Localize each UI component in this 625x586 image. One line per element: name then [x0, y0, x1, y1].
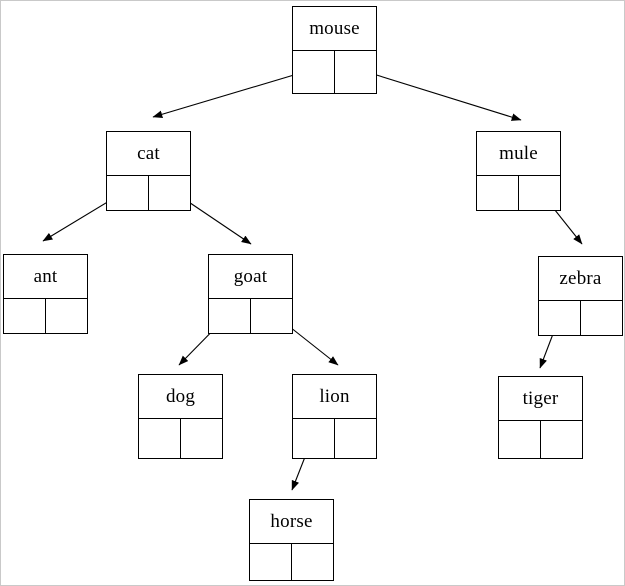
node-pointer-row	[539, 301, 622, 335]
node-label: lion	[293, 375, 376, 419]
node-left-pointer-cell[interactable]	[539, 301, 581, 335]
node-right-pointer-cell[interactable]	[541, 421, 583, 458]
node-label: zebra	[539, 257, 622, 301]
node-left-pointer-cell[interactable]	[250, 544, 292, 580]
node-label: tiger	[499, 377, 582, 421]
node-right-pointer-cell[interactable]	[335, 51, 377, 93]
tree-node-cat[interactable]: cat	[106, 131, 191, 211]
node-right-pointer-cell[interactable]	[181, 419, 223, 458]
edge-arrow-mouse-right-to-mule	[353, 67, 522, 121]
node-right-pointer-cell[interactable]	[46, 299, 88, 333]
node-label: horse	[250, 500, 333, 544]
edge-arrow-mouse-left-to-cat	[152, 68, 315, 119]
node-label: ant	[4, 255, 87, 299]
node-pointer-row	[209, 299, 292, 333]
node-left-pointer-cell[interactable]	[209, 299, 251, 333]
node-pointer-row	[4, 299, 87, 333]
node-pointer-row	[477, 176, 560, 210]
node-label: dog	[139, 375, 222, 419]
tree-node-dog[interactable]: dog	[138, 374, 223, 459]
node-right-pointer-cell[interactable]	[335, 419, 377, 458]
node-pointer-row	[250, 544, 333, 580]
node-pointer-row	[293, 419, 376, 458]
tree-node-tiger[interactable]: tiger	[498, 376, 583, 459]
node-pointer-row	[293, 51, 376, 93]
node-right-pointer-cell[interactable]	[581, 301, 623, 335]
tree-node-lion[interactable]: lion	[292, 374, 377, 459]
node-label: goat	[209, 255, 292, 299]
node-right-pointer-cell[interactable]	[149, 176, 191, 210]
tree-node-mule[interactable]: mule	[476, 131, 561, 211]
tree-node-mouse[interactable]: mouse	[292, 6, 377, 94]
node-right-pointer-cell[interactable]	[251, 299, 293, 333]
node-left-pointer-cell[interactable]	[477, 176, 519, 210]
node-left-pointer-cell[interactable]	[293, 51, 335, 93]
node-right-pointer-cell[interactable]	[292, 544, 334, 580]
tree-node-goat[interactable]: goat	[208, 254, 293, 334]
tree-node-zebra[interactable]: zebra	[538, 256, 623, 336]
node-left-pointer-cell[interactable]	[139, 419, 181, 458]
tree-node-ant[interactable]: ant	[3, 254, 88, 334]
node-left-pointer-cell[interactable]	[107, 176, 149, 210]
node-right-pointer-cell[interactable]	[519, 176, 561, 210]
node-left-pointer-cell[interactable]	[4, 299, 46, 333]
tree-node-horse[interactable]: horse	[249, 499, 334, 581]
node-label: mouse	[293, 7, 376, 51]
node-left-pointer-cell[interactable]	[499, 421, 541, 458]
node-left-pointer-cell[interactable]	[293, 419, 335, 458]
node-pointer-row	[107, 176, 190, 210]
node-pointer-row	[499, 421, 582, 458]
node-label: mule	[477, 132, 560, 176]
node-label: cat	[107, 132, 190, 176]
node-pointer-row	[139, 419, 222, 458]
